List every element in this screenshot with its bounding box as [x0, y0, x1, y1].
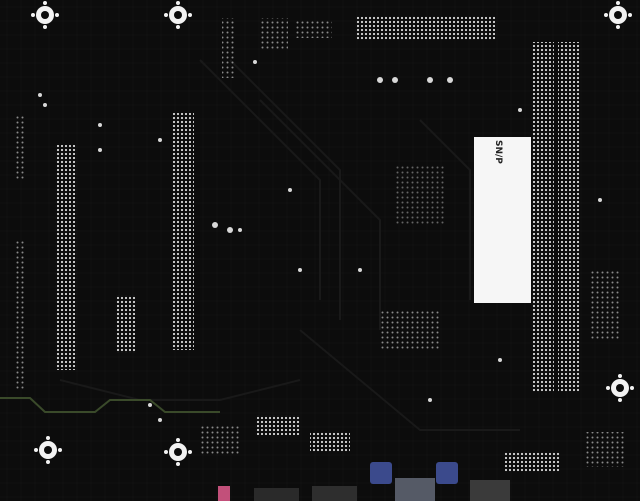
audio-jack-pink — [218, 486, 230, 501]
vrm-pins — [380, 310, 440, 350]
left-edge-pins — [14, 115, 26, 180]
cpu-socket-pins — [395, 165, 445, 225]
lan-port — [470, 480, 510, 501]
mounting-hole-icon — [31, 1, 59, 29]
rear-io-ports — [218, 462, 510, 501]
usb-port — [312, 486, 357, 501]
left-edge-pins-2 — [14, 240, 26, 390]
pcie-slot-solder — [172, 113, 194, 350]
mounting-holes — [31, 1, 634, 466]
serial-sticker: SN/P — [474, 137, 531, 303]
mounting-hole-icon — [164, 438, 192, 466]
mounting-hole-icon — [164, 1, 192, 29]
ps2-port — [254, 488, 299, 501]
top-left-header — [222, 18, 234, 78]
mounting-hole-icon — [606, 374, 634, 402]
left-center-pins — [115, 295, 135, 353]
io-pins-4 — [585, 432, 625, 467]
mounting-hole-icon — [604, 1, 632, 29]
dimm-slot-solder-1 — [532, 42, 554, 392]
trace-bundles — [59, 59, 520, 431]
vga-port-blue-2 — [436, 462, 458, 484]
smd-components — [38, 60, 602, 422]
top-header-solder — [260, 18, 288, 50]
ground-trace — [0, 397, 220, 413]
io-pins-3 — [505, 452, 560, 472]
top-header-solder-2 — [296, 20, 332, 38]
right-side-pins — [590, 270, 620, 340]
vga-port-blue — [370, 462, 392, 484]
audio-pins — [200, 425, 240, 455]
vga-connector — [395, 478, 435, 501]
sticker-label: SN/P — [493, 140, 503, 164]
io-pins-1 — [255, 415, 300, 435]
atx-power-solder — [355, 16, 495, 40]
io-pins-2 — [310, 432, 350, 452]
pci-slot-solder-left — [55, 145, 77, 370]
mounting-hole-icon — [34, 436, 62, 464]
dimm-slot-solder-2 — [558, 42, 580, 392]
